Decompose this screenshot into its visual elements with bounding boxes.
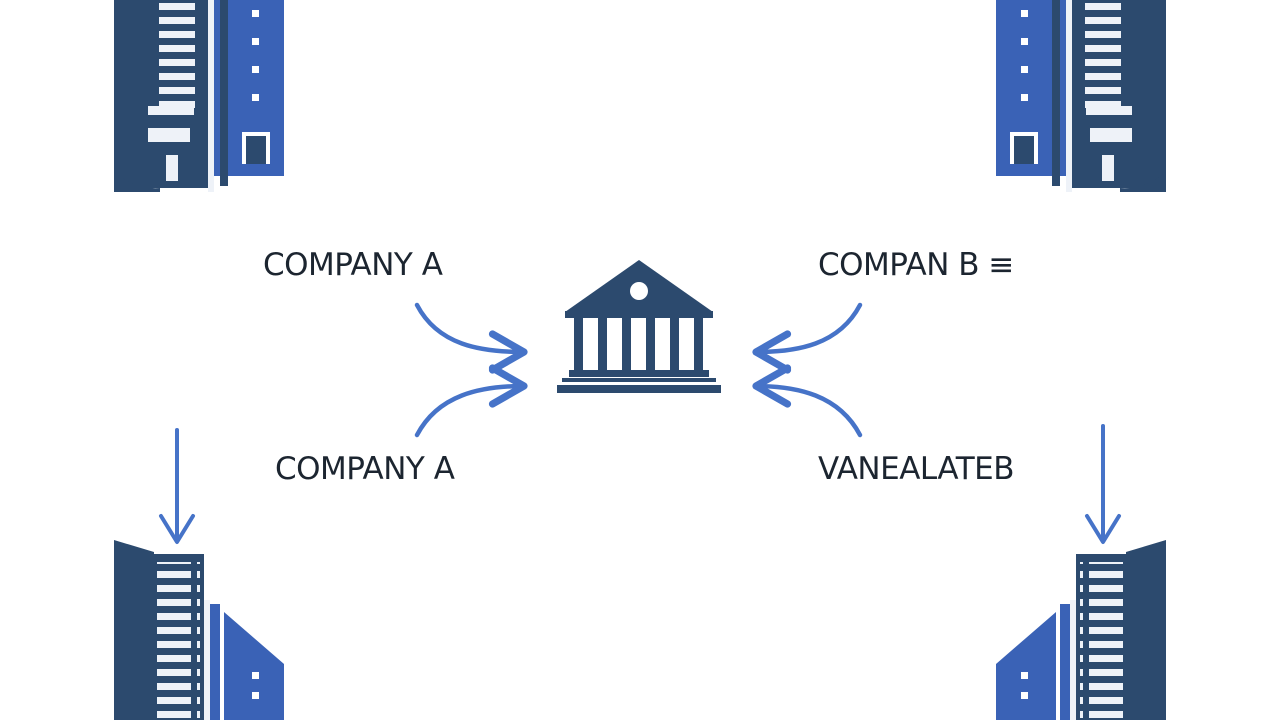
bank-icon	[557, 260, 721, 393]
curved-arrow-icon	[414, 302, 528, 374]
office-building-icon	[114, 540, 284, 720]
curved-arrow-icon	[752, 302, 863, 374]
company-label-top-right: COMPAN B ≡	[818, 247, 1014, 283]
office-building-icon	[996, 0, 1166, 192]
company-label-bottom-right: VANEALATEB	[818, 451, 1015, 487]
curved-arrow-icon	[752, 364, 863, 438]
company-label-bottom-left: COMPANY A	[275, 451, 455, 487]
down-arrow-icon	[159, 428, 195, 544]
office-building-icon	[996, 540, 1166, 720]
down-arrow-icon	[1085, 424, 1121, 544]
curved-arrow-icon	[414, 364, 528, 438]
office-building-icon	[114, 0, 284, 192]
company-label-top-left: COMPANY A	[263, 247, 443, 283]
